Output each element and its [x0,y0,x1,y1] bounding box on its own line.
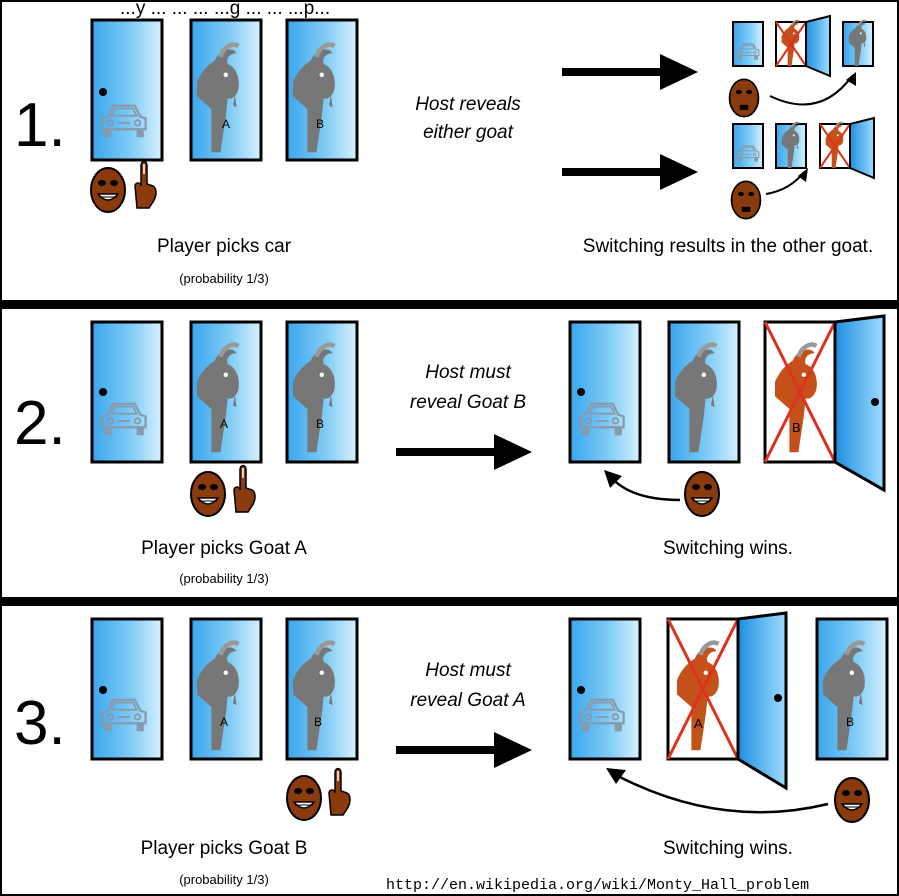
host-action-line1: Host reveals [415,94,521,115]
door-1-car [90,320,164,464]
door-2-goat-a: A [189,617,263,761]
door-label-b: B [316,117,324,131]
header-fragment: ...y ... ... ... ...g ... ... ...p... [120,0,330,19]
player-face-happy [834,777,870,823]
player-face-happy [286,775,322,821]
probability-label: (probability 1/3) [179,872,269,887]
host-action-line2: reveal Goat A [410,690,525,711]
probability-label: (probability 1/3) [179,571,269,586]
arrow-icon [396,434,532,470]
host-action-line2: reveal Goat B [410,392,526,413]
open-door [736,611,788,791]
cross-mark [666,618,740,760]
door-1-car [90,617,164,761]
host-action-line2: either goat [423,122,514,143]
switch-arrow-icon [613,772,829,814]
pointing-hand-icon [328,767,351,816]
scenario-1: 1. A B Player picks car (probability 1/3… [14,14,875,286]
door-3-goat-b: B [285,617,359,761]
pick-caption: Player picks car [157,236,292,257]
door-label-b: B [316,417,324,431]
result-caption: Switching wins. [663,838,793,859]
door-2-goat-a: A [189,320,263,464]
source-url: http://en.wikipedia.org/wiki/Monty_Hall_… [386,877,809,894]
switch-arrow-icon [609,475,681,502]
door-3-goat-b: B [285,18,359,162]
door-1-car [90,18,164,162]
open-door [833,314,886,493]
scenario-number: 3. [14,689,66,758]
scenario-2: 2. A B Player picks Goat A (probability … [14,314,886,586]
door-label-b: B [846,715,854,729]
cross-mark [763,321,837,463]
result-doors: A B [568,611,889,791]
result-caption: Switching results in the other goat. [583,236,873,257]
player-face-happy [190,471,226,517]
pointing-hand-icon [233,464,256,513]
mini-result-bottom [730,116,875,220]
player-face-happy [684,471,720,517]
host-action-line1: Host must [425,660,511,681]
door-label-a: A [220,715,228,729]
door-label-b: B [314,715,322,729]
scenario-number: 1. [14,91,66,160]
door-2-goat-a: A [189,18,263,162]
scenario-3: 3. A B Player picks Goat B (probability … [14,611,889,887]
door-3-goat-b: B [285,320,359,464]
separator-1 [0,300,899,309]
pick-caption: Player picks Goat B [141,838,308,859]
scenario-number: 2. [14,389,66,458]
host-action-line1: Host must [425,362,511,383]
probability-label: (probability 1/3) [179,271,269,286]
mini-result-top [728,14,874,118]
arrow-icon [562,54,698,90]
door-label-a: A [220,417,228,431]
door-label-b: B [792,420,801,435]
result-doors: B [568,314,886,493]
pick-caption: Player picks Goat A [141,538,307,559]
door-label-a: A [222,117,230,131]
arrow-icon [396,732,532,768]
arrow-icon [562,154,698,190]
separator-2 [0,597,899,606]
pointing-hand-icon [134,160,157,209]
result-caption: Switching wins. [663,538,793,559]
door-label-a: A [694,716,703,731]
player-face-happy [90,167,126,213]
